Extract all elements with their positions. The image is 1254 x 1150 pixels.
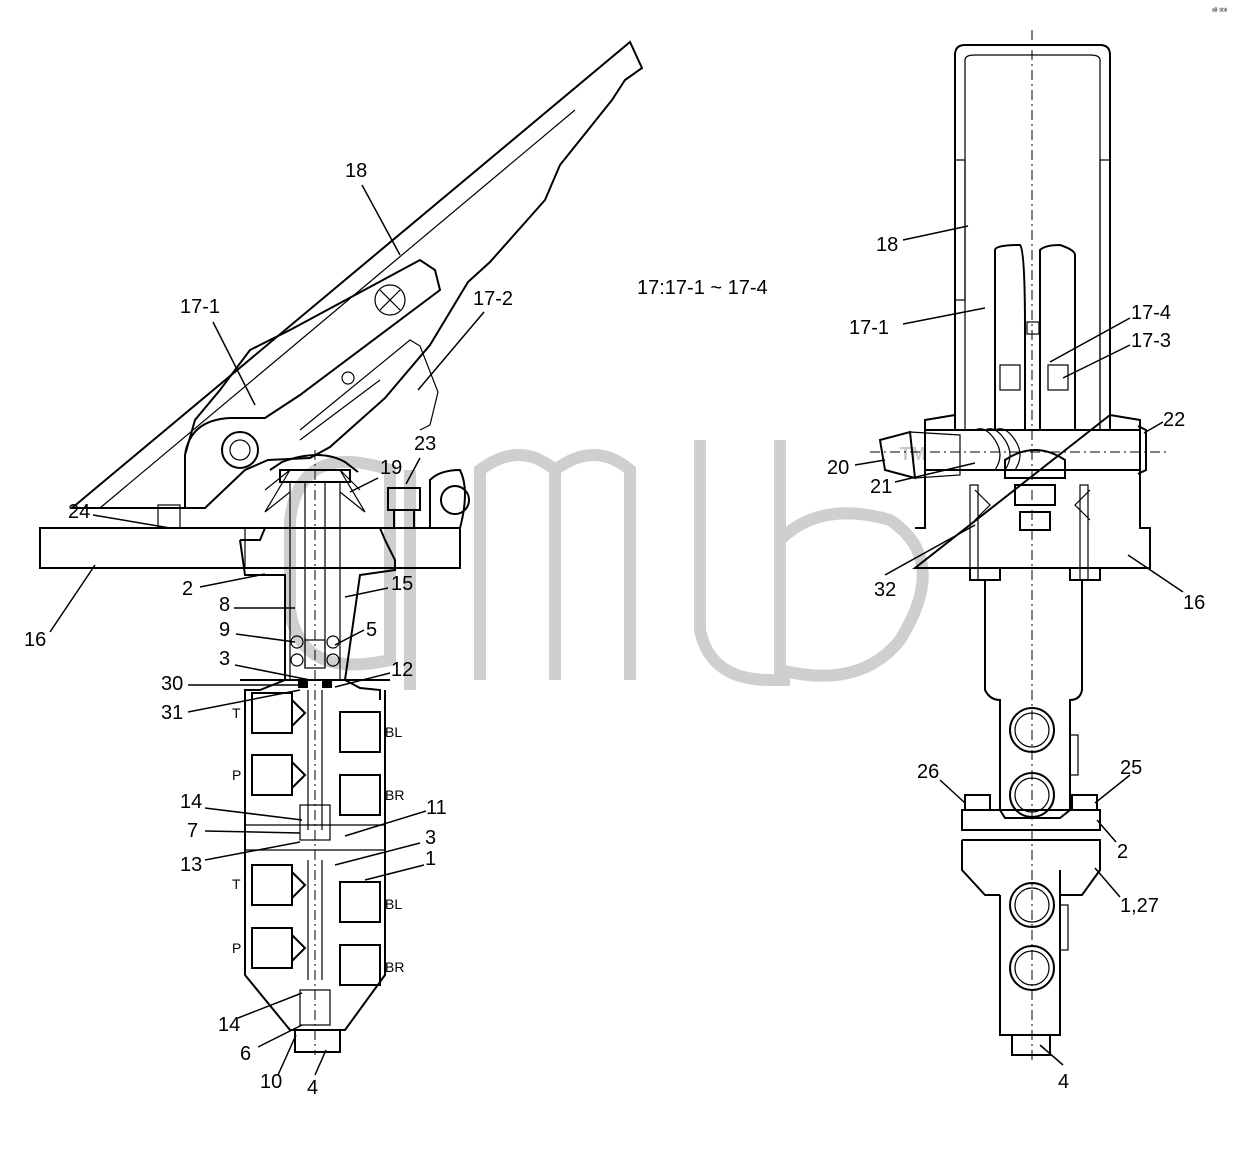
label-17-2: 17-2 [473,288,513,310]
label-3-lower: 3 [425,827,436,849]
label-10: 10 [260,1071,282,1093]
label-25-right: 25 [1120,757,1142,779]
label-13: 13 [180,854,202,876]
label-4: 4 [307,1077,318,1099]
label-5: 5 [366,619,377,641]
port-br-lower: BR [385,959,404,975]
left-leaders [49,184,485,1076]
label-12: 12 [391,659,413,681]
label-15: 15 [391,573,413,595]
port-bl-lower: BL [385,896,402,912]
label-4-right: 4 [1058,1071,1069,1093]
port-br-upper: BR [385,787,404,803]
label-18: 18 [345,160,367,182]
label-32-right: 32 [874,579,896,601]
label-21-right: 21 [870,476,892,498]
label-19: 19 [380,457,402,479]
label-1: 1 [425,848,436,870]
pedal-outline [69,40,644,509]
port-t-upper: T [232,705,241,721]
label-22-right: 22 [1163,409,1185,431]
label-6: 6 [240,1043,251,1065]
right-leaders [854,225,1184,1066]
label-18-right: 18 [876,234,898,256]
valve-body-right [984,580,1083,819]
corner-mark: ᵃᴮ ᵇᵇᵇ [1212,8,1228,15]
label-17-4-right: 17-4 [1131,302,1171,324]
right-front-view [870,30,1170,1060]
boot [269,454,359,473]
label-7: 7 [187,820,198,842]
label-8: 8 [219,594,230,616]
label-20-right: 20 [827,457,849,479]
label-2-right: 2 [1117,841,1128,863]
label-3-upper: 3 [219,648,230,670]
base-plate-right [912,413,1151,569]
note-17-range: 17:17-1 ~ 17-4 [637,277,768,299]
label-17-1-right: 17-1 [849,317,889,339]
left-section-view [39,40,644,1055]
port-p-lower: P [232,940,241,956]
label-2: 2 [182,578,193,600]
label-9: 9 [219,619,230,641]
watermark: TM [284,440,929,690]
port-t-lower: T [232,876,241,892]
label-17-1: 17-1 [180,296,220,318]
label-16: 16 [24,629,46,651]
base-plate [39,527,461,569]
label-31: 31 [161,702,183,724]
label-26-right: 26 [917,761,939,783]
label-11: 11 [426,797,447,819]
label-24: 24 [68,501,90,523]
label-17-3-right: 17-3 [1131,330,1171,352]
label-23: 23 [414,433,436,455]
label-14-lower: 14 [218,1014,240,1036]
label-30: 30 [161,673,183,695]
port-p-upper: P [232,767,241,783]
label-16-right: 16 [1183,592,1205,614]
label-1-27-right: 1,27 [1120,895,1159,917]
port-bl-upper: BL [385,724,402,740]
label-14-upper: 14 [180,791,202,813]
